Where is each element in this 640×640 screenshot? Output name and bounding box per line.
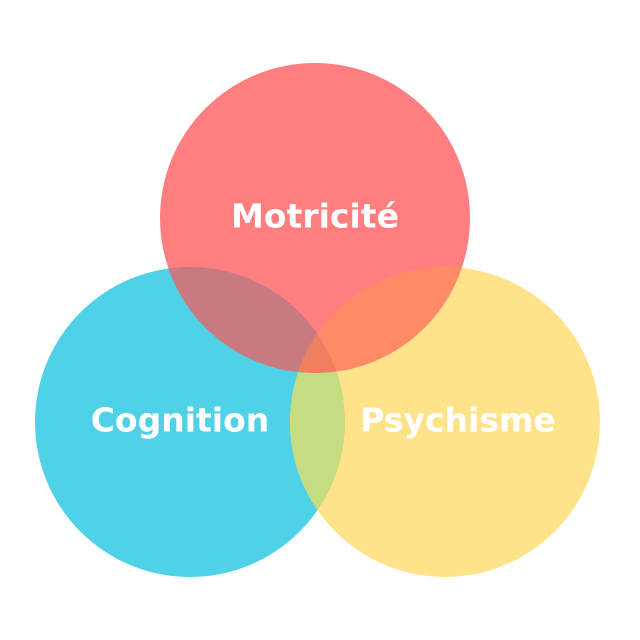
motricite-cognition-overlap [160, 267, 345, 373]
motricite-label: Motricité [231, 197, 399, 236]
motricite-psychisme-overlap [290, 267, 470, 373]
cognition-label: Cognition [91, 401, 270, 440]
psychisme-label: Psychisme [360, 401, 556, 440]
